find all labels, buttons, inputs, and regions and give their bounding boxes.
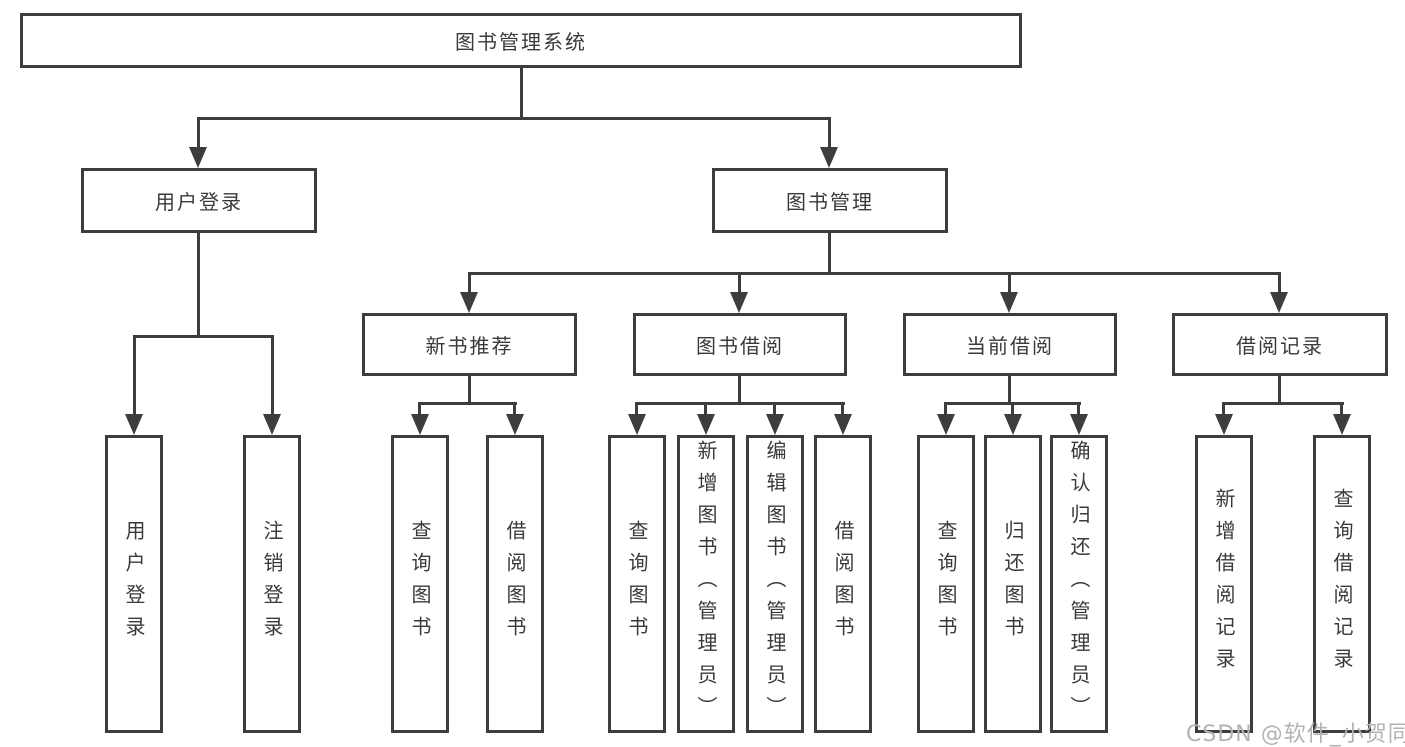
leaf-user-login: 用户登录 [105,435,163,733]
leaf-borrow-edit-books-admin-label: 编辑图书（管理员） [763,440,787,728]
connector-root-stem [520,68,523,118]
arrowhead-borrow-add-books [697,414,715,435]
node-book-management-label: 图书管理 [786,190,874,214]
arrowhead-book-borrow [730,292,748,313]
connector-to-rec-borrow-books [513,402,516,416]
arrowhead-query-borrow-record [1333,414,1351,435]
node-current-borrowing: 当前借阅 [903,313,1117,376]
leaf-logout: 注销登录 [243,435,301,733]
leaf-cur-confirm-return-admin: 确认归还（管理员） [1050,435,1108,733]
connector-book-management-stem [828,232,831,274]
leaf-rec-query-books: 查询图书 [391,435,449,733]
arrowhead-borrow-records [1270,292,1288,313]
arrowhead-rec-query-books [411,414,429,435]
leaf-query-borrow-record-label: 查询借阅记录 [1330,488,1354,680]
arrowhead-add-borrow-record [1215,414,1233,435]
arrowhead-cur-confirm-return [1070,414,1088,435]
connector-to-book-borrow [738,272,741,294]
connector-to-leaf-logout [271,335,274,415]
arrowhead-cur-query-books [937,414,955,435]
connector-user-login-stem [197,232,200,337]
connector-borrow-records-crossbar [1222,402,1344,405]
node-root-label: 图书管理系统 [455,30,587,54]
connector-borrow-records-stem [1278,376,1281,404]
connector-to-borrow-records [1278,272,1281,294]
connector-user-login-crossbar [133,335,274,338]
connector-new-book-rec-stem [468,376,471,404]
leaf-query-borrow-record: 查询借阅记录 [1313,435,1371,733]
leaf-cur-return-books-label: 归还图书 [1001,520,1025,648]
node-current-borrowing-label: 当前借阅 [966,334,1054,358]
arrowhead-leaf-user-login [125,414,143,435]
node-user-login: 用户登录 [81,168,317,233]
csdn-watermark: CSDN @软件_小贺同学 [1186,722,1405,747]
node-borrowing-records-label: 借阅记录 [1236,334,1324,358]
connector-current-borrow-stem [1008,376,1011,404]
node-user-login-label: 用户登录 [155,190,243,214]
arrowhead-leaf-logout [263,414,281,435]
leaf-logout-label: 注销登录 [260,520,284,648]
connector-to-new-book-rec [468,272,471,294]
node-book-borrowing-label: 图书借阅 [696,334,784,358]
arrowhead-borrow-query-books [628,414,646,435]
connector-to-borrow-add-books [704,402,707,416]
leaf-cur-query-books-label: 查询图书 [934,520,958,648]
connector-to-cur-query-books [944,402,947,416]
arrowhead-user-login [189,147,207,168]
connector-to-rec-query-books [418,402,421,416]
leaf-borrow-query-books-label: 查询图书 [625,520,649,648]
connector-root-to-user-login [197,117,200,149]
leaf-borrow-add-books-admin: 新增图书（管理员） [677,435,735,733]
node-new-book-recommendation-label: 新书推荐 [425,334,514,358]
node-book-borrowing: 图书借阅 [633,313,847,376]
connector-to-borrow-edit-books [773,402,776,416]
connector-book-management-crossbar [469,272,1281,275]
leaf-rec-borrow-books-label: 借阅图书 [503,520,527,648]
arrowhead-borrow-edit-books [766,414,784,435]
connector-root-to-book-management [828,117,831,149]
connector-new-book-rec-crossbar [418,402,517,405]
connector-to-borrow-borrow-books [841,402,844,416]
connector-to-current-borrow [1008,272,1011,294]
arrowhead-new-book-rec [460,292,478,313]
leaf-borrow-query-books: 查询图书 [608,435,666,733]
connector-to-cur-confirm-return [1077,402,1080,416]
connector-to-leaf-user-login [133,335,136,415]
leaf-borrow-borrow-books-label: 借阅图书 [831,520,855,648]
connector-to-query-borrow-record [1340,402,1343,416]
leaf-rec-borrow-books: 借阅图书 [486,435,544,733]
leaf-cur-query-books: 查询图书 [917,435,975,733]
leaf-cur-confirm-return-admin-label: 确认归还（管理员） [1067,440,1091,728]
arrowhead-current-borrow [1000,292,1018,313]
connector-book-borrow-crossbar [635,402,845,405]
leaf-add-borrow-record: 新增借阅记录 [1195,435,1253,733]
leaf-user-login-label: 用户登录 [122,520,146,648]
arrowhead-rec-borrow-books [506,414,524,435]
connector-to-borrow-query-books [635,402,638,416]
connector-root-crossbar [197,117,831,120]
leaf-add-borrow-record-label: 新增借阅记录 [1212,488,1236,680]
leaf-borrow-add-books-admin-label: 新增图书（管理员） [694,440,718,728]
arrowhead-book-management [820,147,838,168]
node-root-library-management-system: 图书管理系统 [20,13,1022,68]
leaf-borrow-edit-books-admin: 编辑图书（管理员） [746,435,804,733]
arrowhead-cur-return-books [1004,414,1022,435]
leaf-cur-return-books: 归还图书 [984,435,1042,733]
node-book-management: 图书管理 [712,168,948,233]
node-borrowing-records: 借阅记录 [1172,313,1388,376]
leaf-borrow-borrow-books: 借阅图书 [814,435,872,733]
node-new-book-recommendation: 新书推荐 [362,313,577,376]
connector-to-add-borrow-record [1222,402,1225,416]
connector-to-cur-return-books [1011,402,1014,416]
leaf-rec-query-books-label: 查询图书 [408,520,432,648]
connector-book-borrow-stem [738,376,741,404]
arrowhead-borrow-borrow-books [834,414,852,435]
